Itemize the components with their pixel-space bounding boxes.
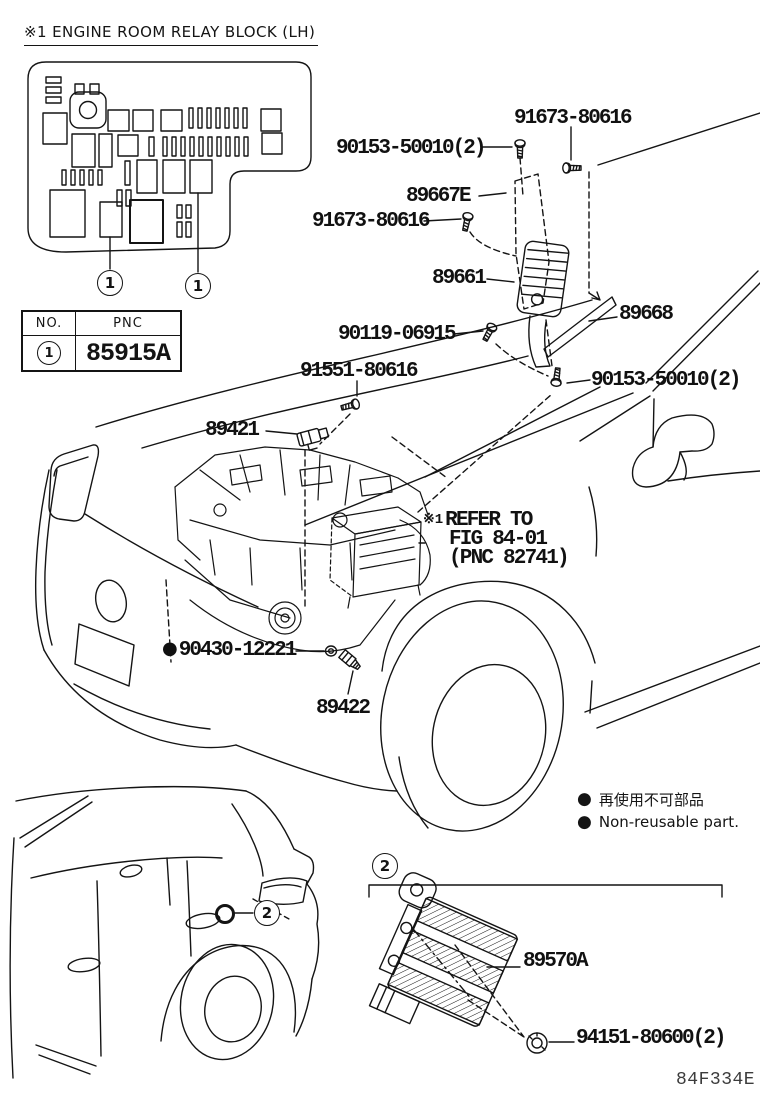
part-label-91673-side[interactable]: 91673-80616 xyxy=(312,210,431,233)
leader-lines xyxy=(234,126,618,1043)
refer-note-marker: ※1 xyxy=(423,512,444,528)
part-number: 90430-12221 xyxy=(178,639,298,662)
pnc-table-header-row: NO. PNC xyxy=(21,310,182,336)
dashed-arrowhead xyxy=(588,291,601,301)
inset-title-marker: ※1 xyxy=(24,23,47,41)
callout-number: 1 xyxy=(44,345,54,361)
part-label-90430[interactable]: ●90430-12221 xyxy=(162,638,298,662)
engine-drawing xyxy=(174,446,431,653)
callout-table-1[interactable]: 1 xyxy=(37,341,61,365)
assembly-dashed-lines xyxy=(165,157,590,663)
part-label-91673-top[interactable]: 91673-80616 xyxy=(514,107,633,130)
part-label-91551[interactable]: 91551-80616 xyxy=(300,360,419,383)
part-label-94151[interactable]: 94151-80600(2) xyxy=(576,1027,726,1050)
legend-jp-text: 再使用不可部品 xyxy=(598,791,704,809)
non-reusable-bullet-icon: ● xyxy=(577,811,592,832)
part-label-89422[interactable]: 89422 xyxy=(316,697,371,720)
fastener-glyphs xyxy=(296,139,582,1054)
refer-note: ※1REFER TO FIG 84-01 (PNC 82741) xyxy=(423,509,570,570)
inset-title: ※1 ENGINE ROOM RELAY BLOCK (LH) xyxy=(24,23,319,46)
rear-car-drawing xyxy=(9,785,320,1079)
resistor-detail-drawing xyxy=(368,872,723,1038)
part-label-89421[interactable]: 89421 xyxy=(205,419,260,442)
pnc-table-row: 1 85915A xyxy=(21,335,182,372)
figure-code: 84F334E xyxy=(676,1070,756,1090)
part-label-89570a[interactable]: 89570A xyxy=(523,950,589,973)
non-reusable-marker: ● xyxy=(162,638,178,659)
callout-car-2[interactable]: 2 xyxy=(254,900,280,926)
callout-relay-1b[interactable]: 1 xyxy=(185,273,211,299)
non-reusable-bullet-icon: ● xyxy=(577,789,592,809)
legend-jp: ● 再使用不可部品 xyxy=(577,789,704,810)
refer-note-line2: FIG 84-01 xyxy=(449,528,548,551)
relay-block-drawing xyxy=(27,61,312,273)
callout-number: 1 xyxy=(104,274,116,292)
refer-note-text: REFER TO xyxy=(445,509,533,532)
callout-relay-1a[interactable]: 1 xyxy=(97,270,123,296)
inset-title-text: ENGINE ROOM RELAY BLOCK (LH) xyxy=(52,23,316,41)
part-label-89661[interactable]: 89661 xyxy=(432,267,487,290)
legend-en-text: Non-reusable part. xyxy=(598,813,739,831)
legend-en: ● Non-reusable part. xyxy=(577,813,739,831)
part-label-89667e[interactable]: 89667E xyxy=(406,185,472,208)
front-car-drawing xyxy=(34,112,760,832)
part-label-90153-bottom[interactable]: 90153-50010(2) xyxy=(591,369,741,392)
callout-detail-2[interactable]: 2 xyxy=(372,853,398,879)
callout-number: 2 xyxy=(379,857,391,875)
col-header-pnc: PNC xyxy=(75,310,182,336)
callout-number: 1 xyxy=(192,277,204,295)
callout-number: 2 xyxy=(261,904,273,922)
refer-note-line3: (PNC 82741) xyxy=(449,547,570,570)
part-label-89668[interactable]: 89668 xyxy=(619,303,674,326)
pnc-table: NO. PNC 1 85915A xyxy=(21,310,182,372)
ecu-assembly-drawing xyxy=(514,173,617,368)
cell-pnc[interactable]: 85915A xyxy=(75,335,182,372)
part-label-90119[interactable]: 90119-06915 xyxy=(338,323,457,346)
pnc-value: 85915A xyxy=(85,338,171,368)
refer-note-line1: ※1REFER TO xyxy=(423,509,568,532)
part-label-90153-top[interactable]: 90153-50010(2) xyxy=(336,137,486,160)
col-header-no: NO. xyxy=(21,310,76,336)
cell-no: 1 xyxy=(21,335,76,372)
